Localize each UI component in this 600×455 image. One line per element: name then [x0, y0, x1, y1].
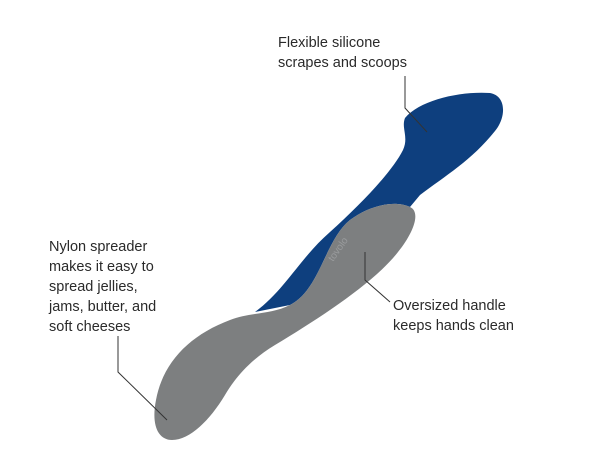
silicone-scoop-blue: [255, 92, 504, 312]
callout-line: keeps hands clean: [393, 318, 514, 334]
leader-line-handle: [364, 252, 391, 303]
callout-line: scrapes and scoops: [278, 55, 407, 71]
callout-spreader: Nylon spreader makes it easy to spread j…: [49, 237, 156, 337]
callout-line: soft cheeses: [49, 319, 131, 335]
nylon-spreader-grey: [154, 203, 416, 440]
callout-handle: Oversized handle keeps hands clean: [393, 296, 514, 336]
callout-line: Oversized handle: [393, 298, 506, 314]
callout-line: makes it easy to: [49, 259, 154, 275]
callout-line: jams, butter, and: [49, 299, 157, 315]
callout-line: Flexible silicone: [278, 35, 381, 51]
callout-silicone: Flexible silicone scrapes and scoops: [278, 33, 407, 73]
leader-line-spreader: [117, 336, 168, 421]
callout-line: Nylon spreader: [49, 239, 148, 255]
leader-line-silicone: [404, 76, 428, 133]
callout-line: spread jellies,: [49, 279, 138, 295]
